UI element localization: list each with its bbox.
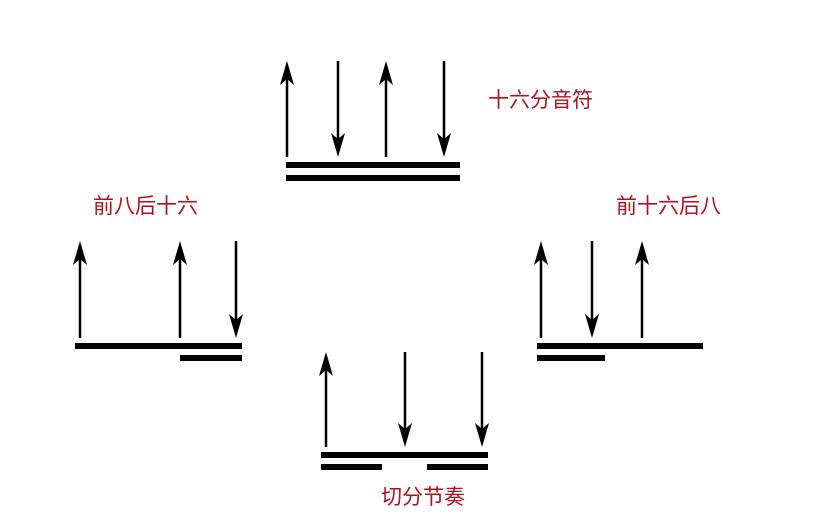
pattern-syncopation: 切分节奏 xyxy=(319,352,489,509)
primary-beam xyxy=(321,452,488,458)
up-arrow-icon xyxy=(319,352,333,447)
pattern-syncopation-label: 切分节奏 xyxy=(381,485,465,509)
secondary-beam xyxy=(180,355,242,361)
pattern-sixteenth-label: 十六分音符 xyxy=(488,88,593,112)
secondary-beam xyxy=(321,464,382,470)
pattern-eighth-two-sixteenths: 前八后十六 xyxy=(73,194,243,361)
down-arrow-icon xyxy=(398,352,412,447)
up-arrow-icon xyxy=(173,241,187,338)
primary-beam xyxy=(537,343,703,349)
down-arrow-icon xyxy=(475,352,489,447)
secondary-beam xyxy=(286,175,460,181)
secondary-beam xyxy=(427,464,488,470)
pattern-sixteenth: 十六分音符 xyxy=(280,61,593,181)
up-arrow-icon xyxy=(635,241,649,338)
primary-beam xyxy=(75,343,242,349)
pattern-eighth-two-sixteenths-label: 前八后十六 xyxy=(93,194,198,218)
down-arrow-icon xyxy=(229,241,243,338)
up-arrow-icon xyxy=(73,241,87,338)
down-arrow-icon xyxy=(437,61,451,157)
up-arrow-icon xyxy=(534,241,548,338)
primary-beam xyxy=(286,162,460,168)
down-arrow-icon xyxy=(331,61,345,157)
up-arrow-icon xyxy=(379,61,393,157)
secondary-beam xyxy=(537,355,605,361)
pattern-two-sixteenths-eighth: 前十六后八 xyxy=(534,194,721,361)
pattern-two-sixteenths-eighth-label: 前十六后八 xyxy=(616,194,721,218)
up-arrow-icon xyxy=(280,61,294,157)
down-arrow-icon xyxy=(585,241,599,338)
